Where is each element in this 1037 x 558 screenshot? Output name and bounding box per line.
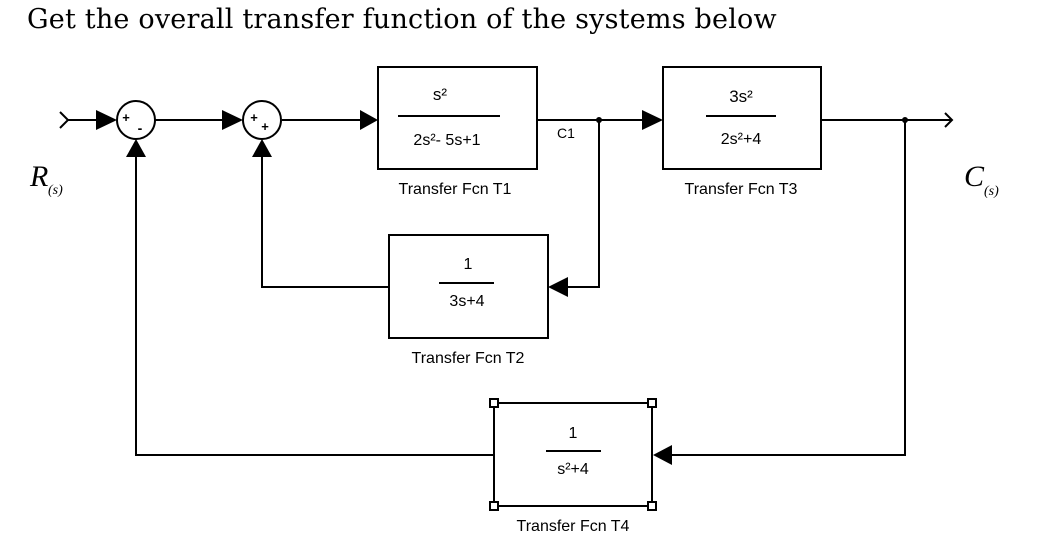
output-signal-line — [821, 112, 954, 128]
t1-numerator: s² — [433, 85, 448, 104]
t2-label: Transfer Fcn T2 — [412, 350, 525, 367]
t3-label: Transfer Fcn T3 — [685, 181, 798, 198]
sum2-sign-bottom: + — [261, 119, 269, 134]
summing-junction-1: + - — [116, 100, 156, 140]
block-t4[interactable]: 1 s²+4 — [489, 398, 657, 511]
t3-denominator: 2s²+4 — [721, 131, 762, 148]
signal-label-c1: C1 — [557, 125, 575, 141]
output-label: C (s) — [964, 160, 999, 199]
line-branch-to-t2 — [568, 120, 600, 288]
arrowhead-sum2-input — [222, 110, 243, 130]
t2-numerator: 1 — [464, 256, 473, 273]
branch-point-c1 — [596, 117, 602, 123]
t4-label: Transfer Fcn T4 — [517, 518, 630, 535]
input-label: R (s) — [29, 160, 63, 198]
t1-label: Transfer Fcn T1 — [399, 181, 512, 198]
output-label-main: C — [964, 160, 985, 193]
branch-point-output — [902, 117, 908, 123]
arrowhead-sum1-feedback — [126, 139, 146, 157]
block-t1[interactable]: s² 2s²- 5s+1 — [377, 66, 538, 170]
input-label-main: R — [29, 160, 48, 193]
arrowhead-t1-input — [360, 110, 378, 130]
t1-denominator: 2s²- 5s+1 — [413, 132, 480, 149]
arrowhead-sum2-feedback — [252, 139, 272, 157]
line-branch-to-t4 — [672, 120, 906, 456]
arrowhead-t4-input — [653, 445, 672, 465]
input-label-sub: (s) — [48, 183, 63, 198]
block-t3[interactable]: 3s² 2s²+4 — [662, 66, 822, 170]
arrowhead-t2-input — [548, 277, 568, 297]
summing-junction-2: + + — [242, 100, 282, 140]
t3-numerator: 3s² — [729, 87, 753, 106]
line-t2-to-sum2 — [261, 157, 389, 288]
sum2-sign-top: + — [250, 110, 258, 125]
arrowhead-sum1-input — [96, 110, 117, 130]
t2-denominator: 3s+4 — [449, 293, 484, 310]
line-t4-to-sum1 — [135, 157, 494, 456]
sum1-sign-top: + — [122, 110, 130, 125]
block-t2[interactable]: 1 3s+4 — [388, 234, 549, 339]
t4-selection-handles — [489, 398, 657, 511]
t4-denominator: s²+4 — [557, 461, 589, 478]
arrowhead-t3-input — [642, 110, 663, 130]
output-label-sub: (s) — [984, 184, 999, 199]
page-title: Get the overall transfer function of the… — [27, 4, 777, 35]
t4-numerator: 1 — [569, 425, 578, 442]
input-signal-line — [59, 111, 96, 129]
sum1-sign-bottom: - — [138, 120, 143, 136]
